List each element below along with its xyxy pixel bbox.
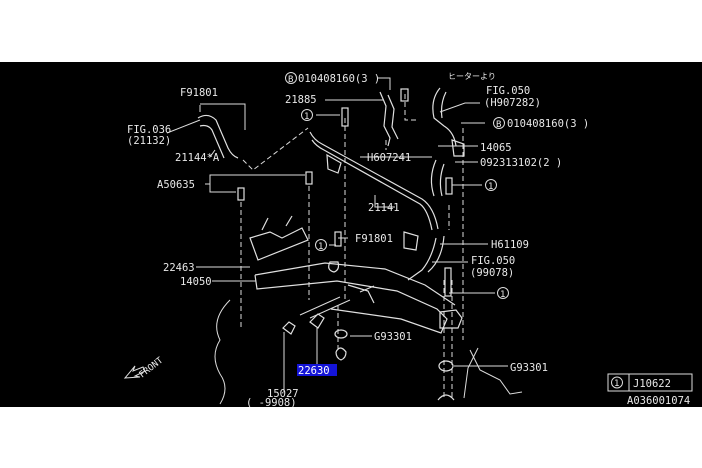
diagram-background: [0, 62, 702, 407]
label-fig050-mid-ref[interactable]: (99078): [470, 267, 514, 279]
callout-circle-b-right: B: [493, 117, 505, 130]
label-f91801-top[interactable]: F91801: [180, 87, 218, 99]
callout-circle-1-b: 1: [315, 239, 327, 252]
legend-box: 1 J10622: [607, 373, 693, 392]
label-21885[interactable]: 21885: [285, 94, 317, 106]
label-15027-range: ( -9908): [246, 397, 297, 409]
label-22630-selected[interactable]: 22630: [298, 365, 330, 377]
label-fig050-mid[interactable]: FIG.050: [471, 255, 515, 267]
label-f91801-mid[interactable]: F91801: [355, 233, 393, 245]
circle-b-letter: B: [496, 120, 501, 130]
label-bolt-010408160-top[interactable]: 010408160(3 ): [298, 73, 380, 85]
label-fig050-top[interactable]: FIG.050: [486, 85, 530, 97]
bottom-margin: [0, 407, 702, 468]
label-fig050-top-ref[interactable]: (H907282): [484, 97, 541, 109]
label-h607241[interactable]: H607241: [367, 152, 411, 164]
callout-circle-1-d: 1: [497, 287, 509, 300]
circle-1-number: 1: [304, 112, 309, 122]
label-21141[interactable]: 21141: [368, 202, 400, 214]
label-fig036-ref[interactable]: (21132): [127, 135, 171, 147]
label-14065[interactable]: 14065: [480, 142, 512, 154]
circle-1-number: 1: [500, 290, 505, 300]
legend-circle-number: 1: [614, 379, 619, 389]
label-g93301-right[interactable]: G93301: [510, 362, 548, 374]
label-g93301-mid[interactable]: G93301: [374, 331, 412, 343]
label-a50635[interactable]: A50635: [157, 179, 195, 191]
circle-1-number: 1: [318, 242, 323, 252]
label-h61109[interactable]: H61109: [491, 239, 529, 251]
circle-1-number: 1: [488, 182, 493, 192]
callout-circle-1-a: 1: [301, 109, 313, 122]
label-21144a[interactable]: 21144*A: [175, 152, 220, 164]
selection-highlight: [297, 364, 337, 376]
heater-note: ヒーターより: [448, 72, 496, 81]
callout-circle-1-c: 1: [485, 179, 497, 192]
label-bolt-010408160-right[interactable]: 010408160(3 ): [507, 118, 589, 130]
label-14050[interactable]: 14050: [180, 276, 212, 288]
callout-circle-b-top: B: [285, 72, 297, 85]
label-092313102[interactable]: 092313102(2 ): [480, 157, 562, 169]
diagram-linework: [123, 77, 523, 405]
label-22463[interactable]: 22463: [163, 262, 195, 274]
label-fig036[interactable]: FIG.036: [127, 124, 171, 136]
circle-b-letter: B: [288, 75, 293, 85]
legend-part-number: J10622: [633, 378, 671, 390]
label-15027[interactable]: 15027: [267, 388, 299, 400]
drawing-id: A036001074: [627, 395, 690, 407]
